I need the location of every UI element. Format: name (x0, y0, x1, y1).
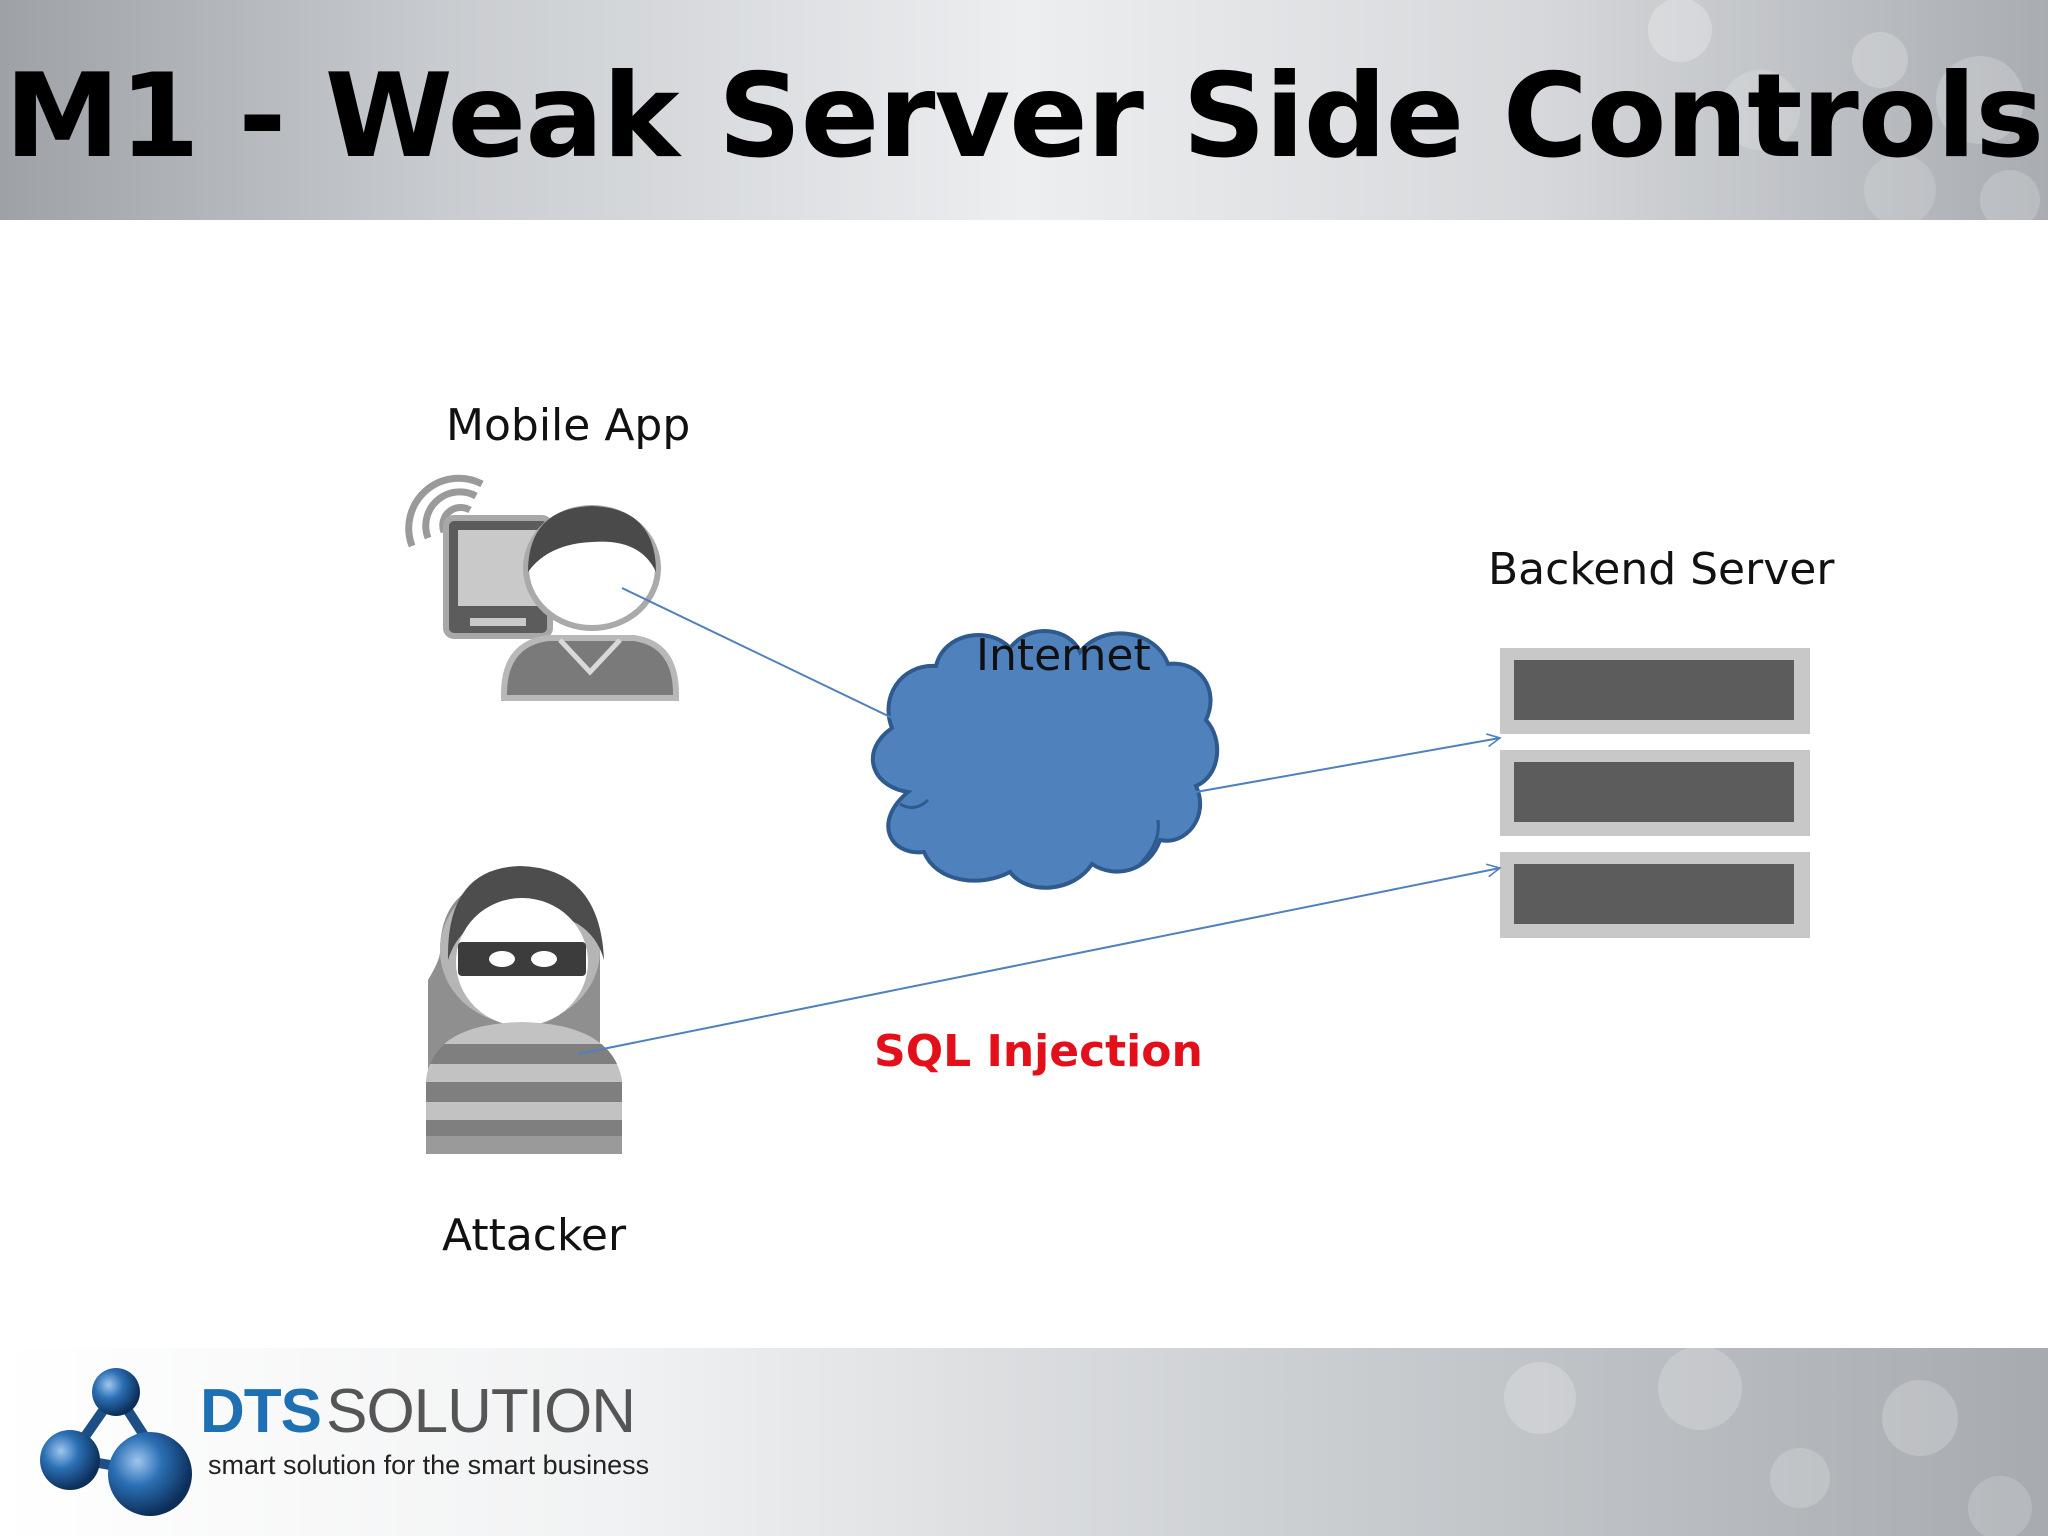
header-decoration (1648, 0, 2040, 220)
edge-attacker-to-server (577, 868, 1500, 1055)
user-with-tablet-icon (405, 474, 679, 701)
diagram-canvas (405, 474, 1810, 1154)
sql-injection-label: SQL Injection (874, 1026, 1203, 1077)
brand-secondary: SOLUTION (326, 1377, 636, 1446)
attacker-label: Attacker (442, 1210, 627, 1261)
dts-logo-icon (40, 1368, 192, 1516)
edge-mobile-to-internet (621, 587, 988, 764)
server-rack-icon (1500, 648, 1810, 938)
edge-internet-to-server (1195, 738, 1500, 793)
brand-primary: DTS (200, 1377, 322, 1446)
brand-name: DTS SOLUTION (200, 1376, 636, 1447)
diagram-area: Mobile App Internet Backend Server Attac… (0, 220, 2048, 1348)
backend-server-label: Backend Server (1488, 544, 1835, 595)
slide-title: M1 - Weak Server Side Controls (4, 49, 2045, 184)
cloud-icon (871, 629, 1220, 890)
mobile-app-label: Mobile App (446, 400, 691, 451)
brand-tagline: smart solution for the smart business (208, 1450, 650, 1480)
footer-decoration (1504, 1348, 2032, 1536)
internet-label: Internet (976, 630, 1151, 681)
slide-header: M1 - Weak Server Side Controls (0, 0, 2048, 220)
slide-footer: DTS SOLUTION smart solution for the smar… (0, 1348, 2048, 1536)
masked-thief-icon (426, 866, 622, 1154)
